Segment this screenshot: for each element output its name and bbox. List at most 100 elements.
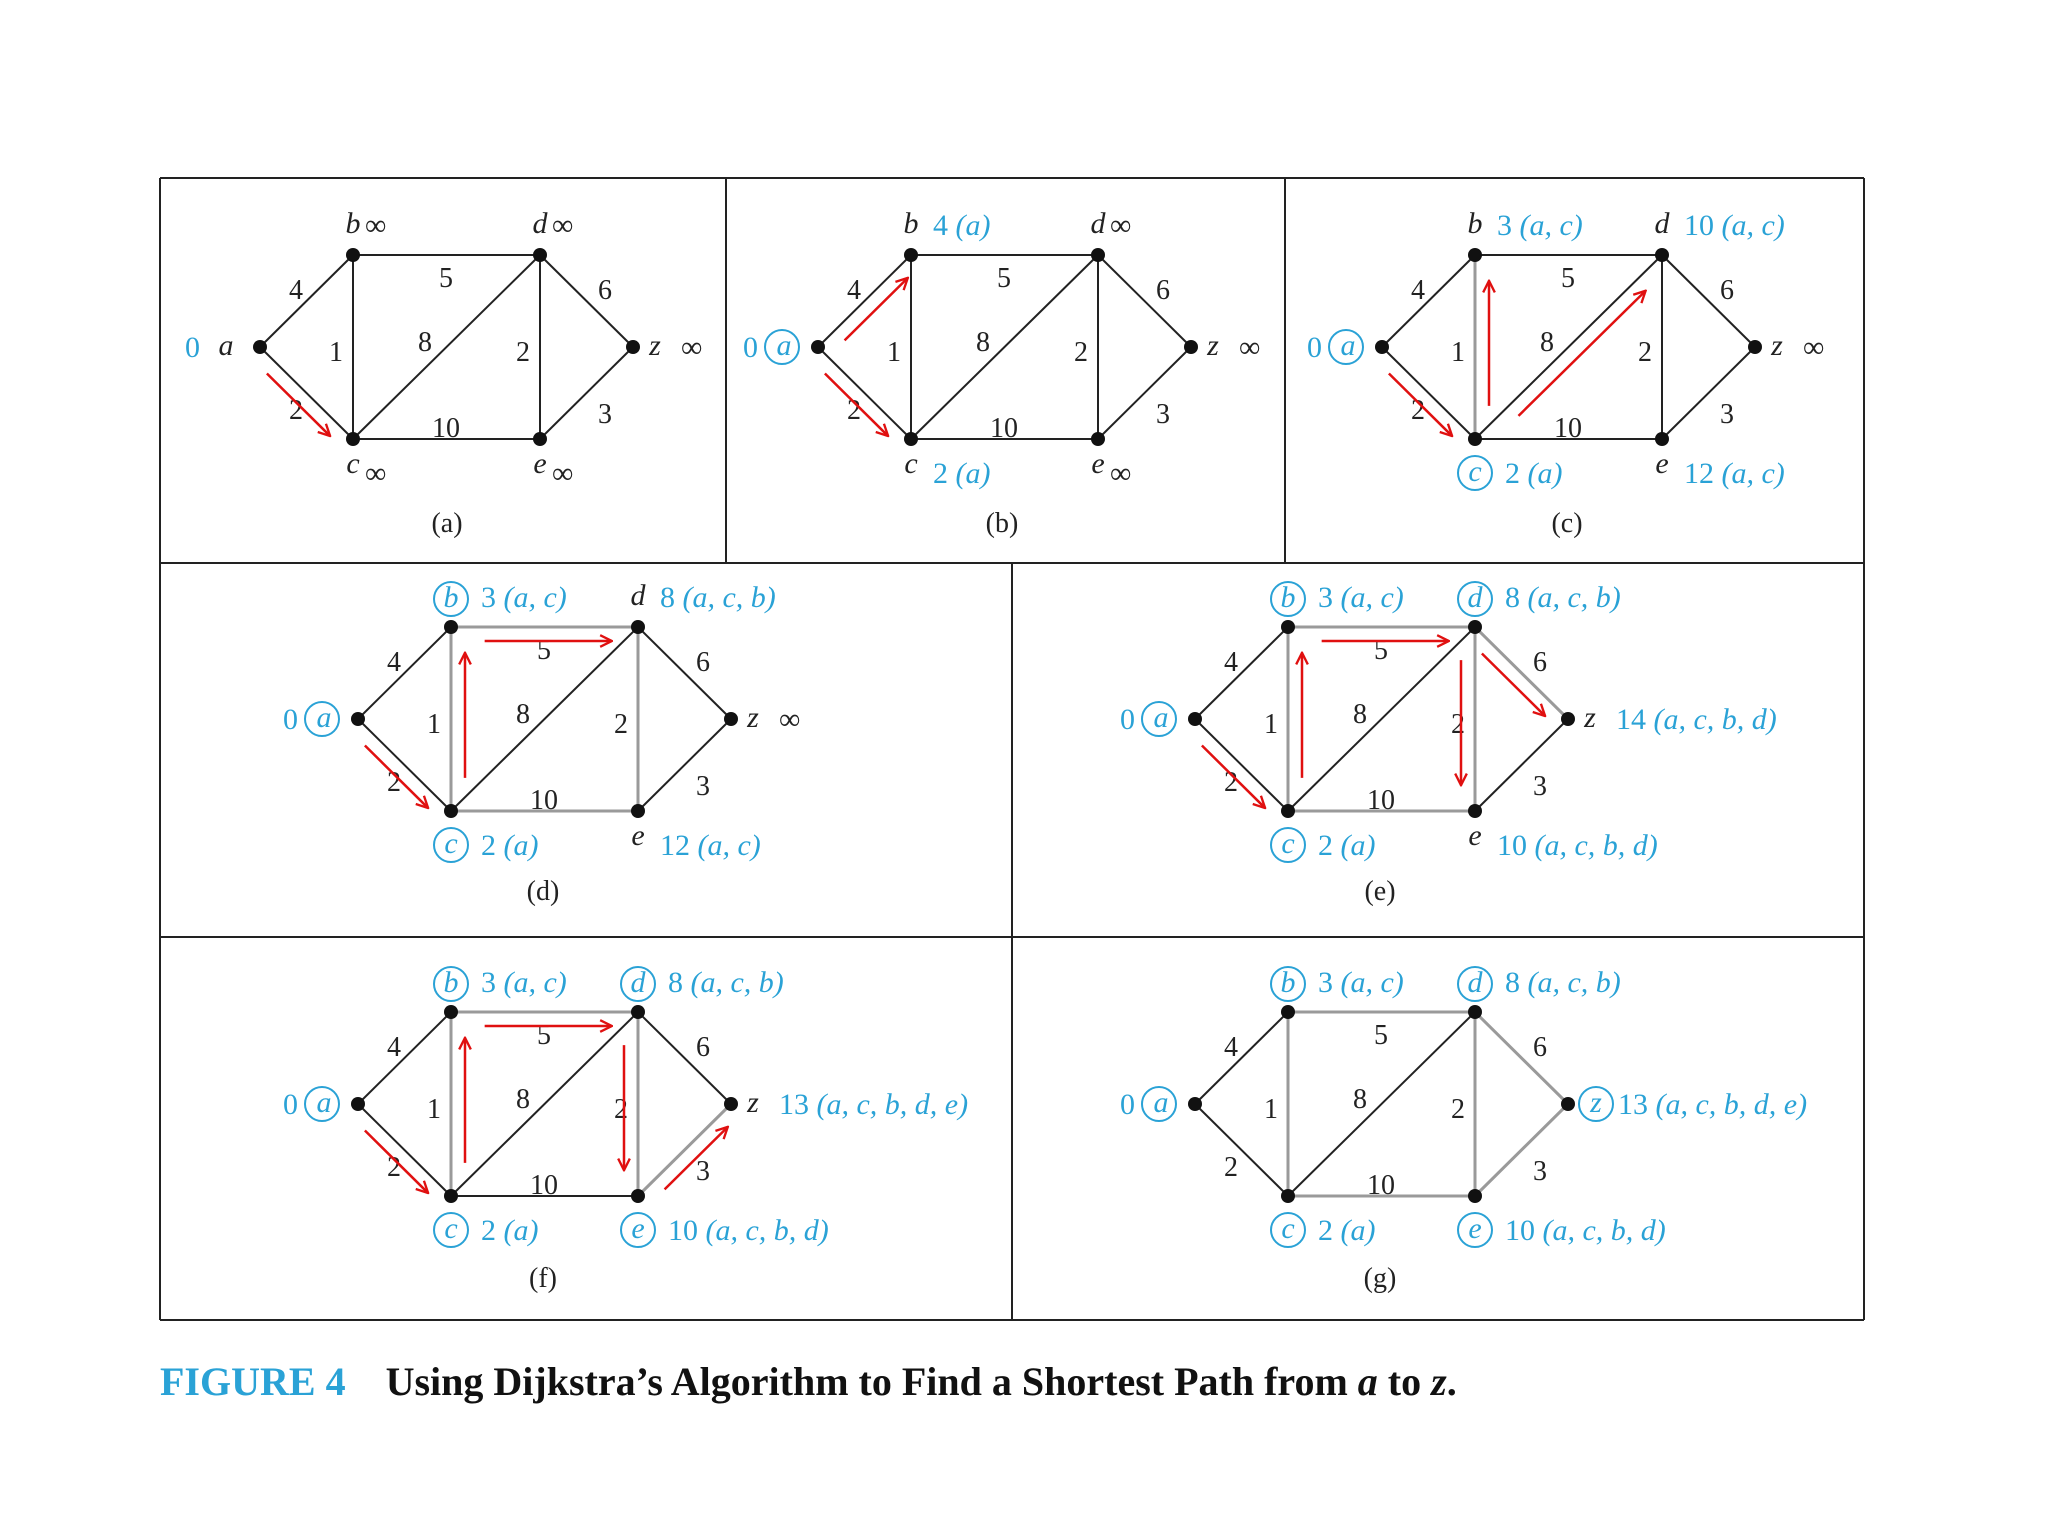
edge-weight-a-b: 4: [387, 1032, 401, 1063]
edge-e-z: [636, 1102, 733, 1198]
vertex-circle-a: [764, 329, 800, 365]
vertex-b: [444, 620, 458, 634]
vertex-d: [631, 1005, 645, 1019]
vertex-label-c: 2 (a): [481, 829, 538, 862]
figure-number: FIGURE 4: [160, 1359, 346, 1404]
vertex-z: [1748, 340, 1762, 354]
vertex-circle-c: [1457, 455, 1493, 491]
edge-a-c: [1381, 346, 1476, 440]
vertex-circle-a: [304, 1086, 340, 1122]
edge-weight-d-e: 2: [1638, 337, 1652, 368]
vertex-z: [724, 1097, 738, 1111]
edge-weight-d-e: 2: [1451, 709, 1465, 740]
edge-weight-b-d: 5: [537, 1020, 551, 1051]
vertex-b: [904, 248, 918, 262]
vertex-z: [1184, 340, 1198, 354]
edge-weight-a-c: 2: [1411, 395, 1425, 426]
vertex-label-z: ∞: [779, 703, 800, 736]
edge-a-b: [817, 254, 912, 348]
vertex-label-e: ∞: [1110, 457, 1131, 490]
vertex-name-z: z: [648, 329, 661, 362]
vertex-c: [904, 432, 918, 446]
vertex-name-b: b: [444, 966, 459, 999]
edge-weight-c-e: 10: [432, 413, 460, 444]
edge-a-c: [1194, 718, 1289, 812]
vertex-label-e: 10 (a, c, b, d): [1505, 1214, 1666, 1247]
vertex-label-b: 3 (a, c): [1318, 581, 1404, 614]
edge-weight-d-e: 2: [614, 1094, 628, 1125]
vertex-z: [626, 340, 640, 354]
vertex-label-b: ∞: [365, 209, 386, 242]
edge-weight-c-d: 8: [1540, 327, 1554, 358]
vertex-name-z: z: [1583, 701, 1596, 734]
panel-caption-a: (a): [431, 508, 462, 539]
edge-weight-c-e: 10: [1367, 1170, 1395, 1201]
vertex-label-c: 2 (a): [933, 457, 990, 490]
vertex-b: [444, 1005, 458, 1019]
vertex-label-d: 8 (a, c, b): [1505, 581, 1621, 614]
vertex-name-c: c: [346, 447, 359, 480]
edge-weight-c-d: 8: [516, 699, 530, 730]
vertex-e: [1655, 432, 1669, 446]
edge-a-c: [1194, 1103, 1289, 1197]
caption-var-a: a: [1357, 1359, 1378, 1404]
edge-c-d: [1287, 1011, 1476, 1197]
vertex-e: [631, 804, 645, 818]
edge-weight-a-b: 4: [289, 275, 303, 306]
edge-weight-a-c: 2: [387, 1152, 401, 1183]
edge-c-d: [450, 1011, 639, 1197]
vertex-circle-c: [1270, 827, 1306, 863]
vertex-name-c: c: [1281, 1212, 1294, 1245]
vertex-label-e: 10 (a, c, b, d): [668, 1214, 829, 1247]
edge-c-d: [910, 254, 1099, 440]
vertex-label-c: 2 (a): [1318, 1214, 1375, 1247]
vertex-name-z: z: [746, 701, 759, 734]
vertex-name-z: z: [1206, 329, 1219, 362]
vertex-name-b: b: [1281, 581, 1296, 614]
edge-weight-e-z: 3: [696, 771, 710, 802]
vertex-label-e: ∞: [552, 457, 573, 490]
vertex-label-e: 10 (a, c, b, d): [1497, 829, 1658, 862]
edge-d-z: [637, 1011, 732, 1105]
vertex-label-z: ∞: [1239, 331, 1260, 364]
vertex-circle-b: [433, 966, 469, 1002]
edge-d-z: [539, 254, 634, 348]
vertex-label-b: 3 (a, c): [1318, 966, 1404, 999]
vertex-name-z: z: [1589, 1086, 1602, 1119]
vertex-a: [811, 340, 825, 354]
vertex-name-a: a: [317, 701, 332, 734]
vertex-label-d: 8 (a, c, b): [1505, 966, 1621, 999]
edge-a-c: [357, 718, 452, 812]
edge-d-z: [1097, 254, 1192, 348]
vertex-name-c: c: [1468, 455, 1481, 488]
vertex-circle-c: [1270, 1212, 1306, 1248]
vertex-name-a: a: [777, 329, 792, 362]
vertex-circle-e: [620, 1212, 656, 1248]
path-arrow-a-b: [843, 278, 908, 342]
edge-weight-e-z: 3: [696, 1156, 710, 1187]
edge-a-b: [357, 626, 452, 720]
edge-weight-b-d: 5: [1374, 635, 1388, 666]
vertex-label-b: 3 (a, c): [1497, 209, 1583, 242]
vertex-name-e: e: [1468, 819, 1481, 852]
panel-caption-f: (f): [529, 1263, 557, 1294]
vertex-d: [533, 248, 547, 262]
vertex-circle-a: [1141, 1086, 1177, 1122]
edge-weight-d-z: 6: [696, 1032, 710, 1063]
edge-weight-c-d: 8: [1353, 1084, 1367, 1115]
vertex-d: [1468, 620, 1482, 634]
vertex-label-z: 13 (a, c, b, d, e): [1618, 1088, 1807, 1121]
edge-weight-e-z: 3: [1533, 771, 1547, 802]
vertex-name-z: z: [1770, 329, 1783, 362]
vertex-circle-d: [1457, 581, 1493, 617]
edge-weight-e-z: 3: [1533, 1156, 1547, 1187]
path-arrow-c-d: [1517, 291, 1645, 417]
vertex-name-d: d: [533, 207, 549, 240]
vertex-a: [351, 1097, 365, 1111]
vertex-name-d: d: [1655, 207, 1671, 240]
vertex-c: [1281, 804, 1295, 818]
edge-weight-b-d: 5: [1374, 1020, 1388, 1051]
edge-a-b: [1194, 626, 1289, 720]
